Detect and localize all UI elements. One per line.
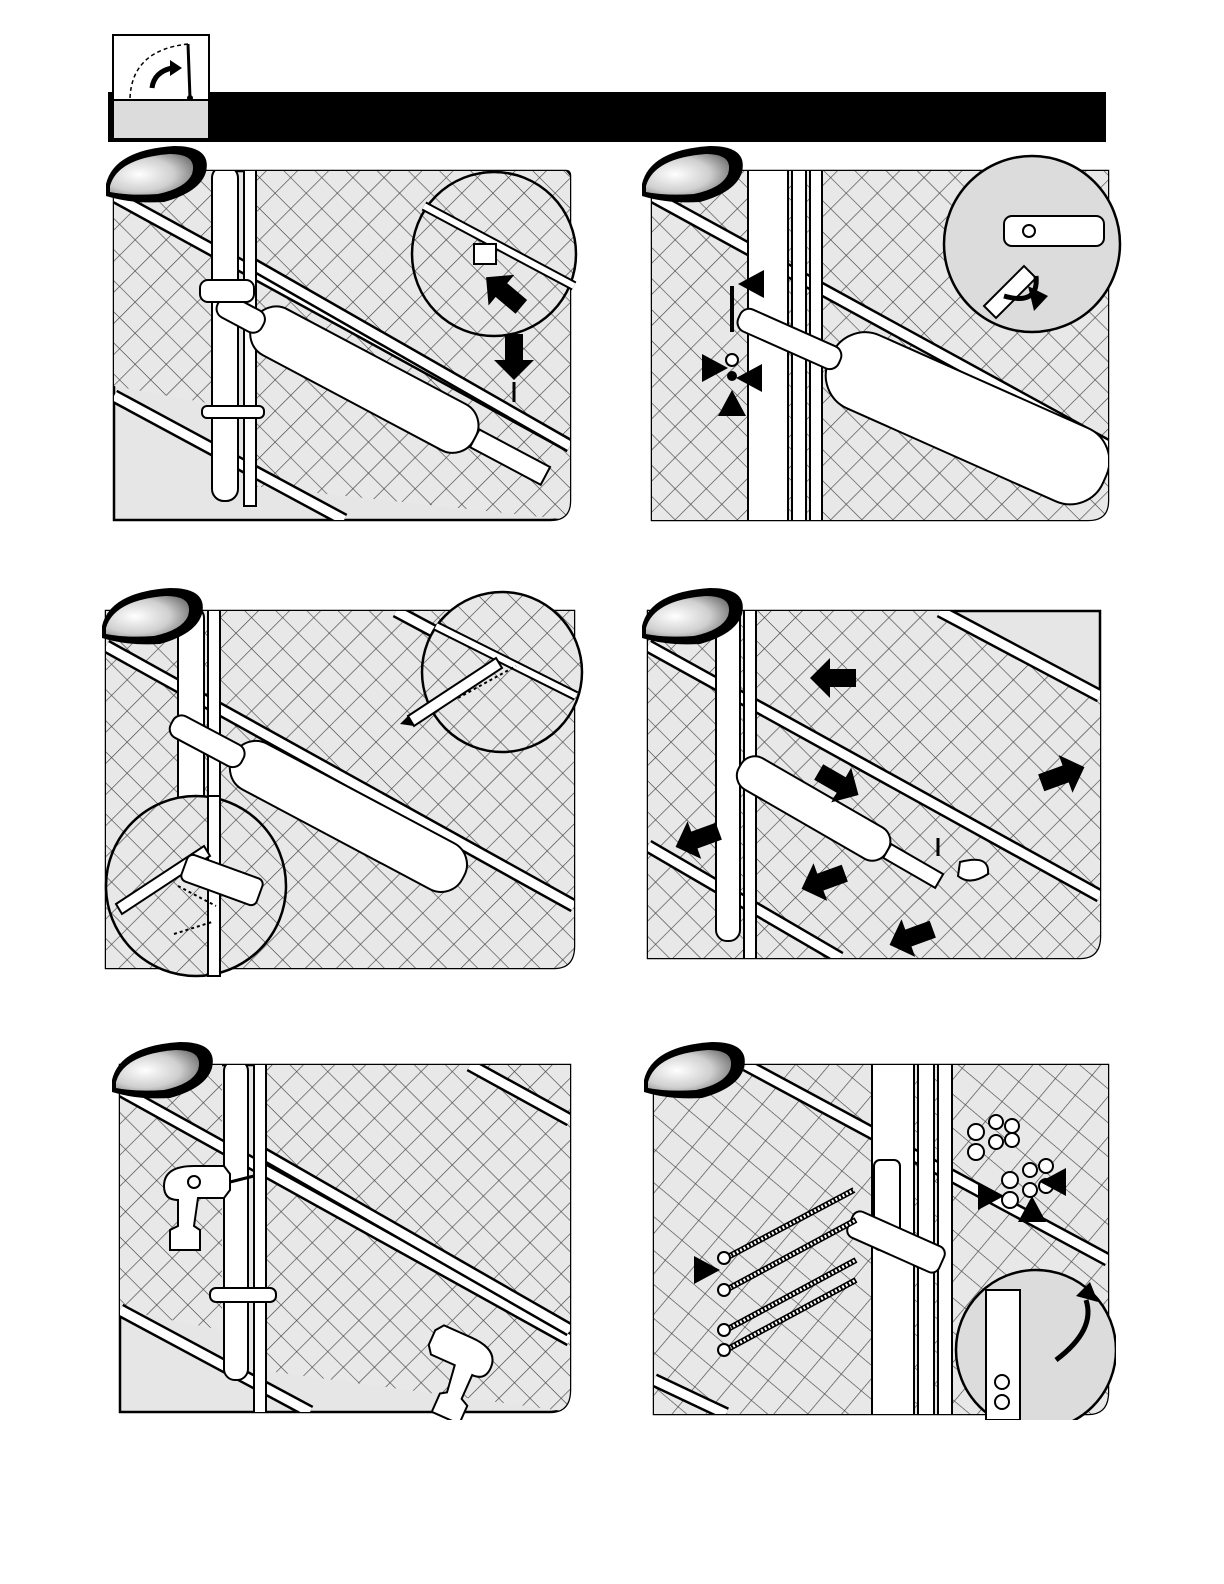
step-5-tab: [110, 1040, 220, 1107]
step-1-tab: [104, 144, 214, 211]
step-4-tab: [640, 586, 750, 653]
header-bar: [108, 92, 1106, 142]
step-6-tab: [642, 1040, 752, 1107]
step-3-tab: [100, 586, 210, 653]
gate-opening-icon: [112, 34, 210, 140]
step-2-tab: [640, 144, 750, 211]
